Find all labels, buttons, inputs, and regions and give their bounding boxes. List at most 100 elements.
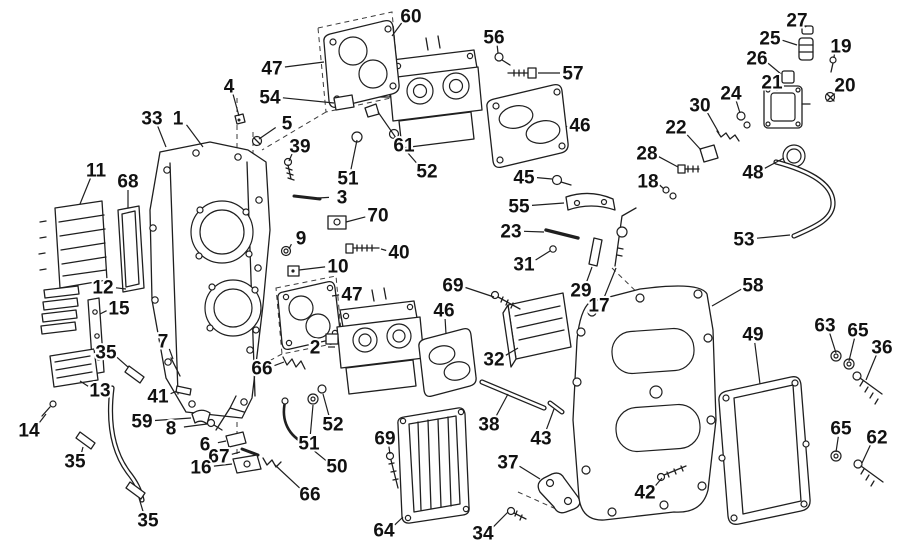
callout-34: 34 xyxy=(472,524,494,545)
leader-line-63 xyxy=(829,333,837,354)
callout-36: 36 xyxy=(871,338,892,359)
fuel-filter-upper xyxy=(333,94,355,111)
linkage-small-parts-left xyxy=(175,385,262,474)
leader-line-53 xyxy=(756,234,791,239)
callout-28: 28 xyxy=(636,144,657,165)
callout-27: 27 xyxy=(786,11,807,32)
callout-58: 58 xyxy=(742,276,763,297)
callout-59: 59 xyxy=(131,412,152,433)
callout-46: 46 xyxy=(569,116,590,137)
callout-30: 30 xyxy=(689,96,710,117)
leader-line-65 xyxy=(848,338,855,362)
callout-47: 47 xyxy=(341,285,362,306)
callout-26: 26 xyxy=(746,49,767,70)
callout-2: 2 xyxy=(310,338,321,359)
callout-43: 43 xyxy=(530,429,551,450)
callout-47: 47 xyxy=(261,59,282,80)
callout-66: 66 xyxy=(299,485,320,506)
callout-41: 41 xyxy=(147,387,169,408)
callout-19: 19 xyxy=(830,37,851,58)
leader-line-29 xyxy=(586,266,593,283)
leader-line-62 xyxy=(861,444,872,464)
leader-line-41 xyxy=(170,390,178,395)
leader-line-70 xyxy=(345,216,366,223)
manifold-gasket-upper xyxy=(486,83,569,169)
callout-52: 52 xyxy=(322,415,343,436)
leader-line-66 xyxy=(274,361,285,367)
leaf-plate-block xyxy=(38,200,108,289)
leader-line-25 xyxy=(782,39,798,46)
leader-line-51 xyxy=(350,139,358,170)
callout-33: 33 xyxy=(141,109,162,130)
callout-5: 5 xyxy=(282,114,293,135)
callout-69: 69 xyxy=(442,276,463,297)
leader-line-17 xyxy=(603,267,617,298)
link-rod xyxy=(281,384,327,446)
callout-60: 60 xyxy=(400,7,421,28)
callout-22: 22 xyxy=(665,118,686,139)
leader-line-55 xyxy=(531,202,565,206)
carburetor-lower xyxy=(325,287,425,395)
leader-line-64 xyxy=(394,516,404,526)
callout-9: 9 xyxy=(296,229,307,250)
callout-50: 50 xyxy=(326,457,347,478)
callout-62: 62 xyxy=(866,428,887,449)
callout-15: 15 xyxy=(108,299,130,320)
callout-48: 48 xyxy=(742,163,763,184)
leader-line-33 xyxy=(157,125,167,148)
callout-35: 35 xyxy=(64,452,86,473)
callout-63: 63 xyxy=(814,316,835,337)
callout-24: 24 xyxy=(720,84,742,105)
callout-42: 42 xyxy=(634,483,655,504)
callout-21: 21 xyxy=(761,73,783,94)
callout-11: 11 xyxy=(86,161,107,182)
leader-line-5 xyxy=(258,127,277,140)
intake-manifold-front xyxy=(149,141,271,419)
callout-69: 69 xyxy=(374,429,395,450)
callout-37: 37 xyxy=(497,453,518,474)
callout-39: 39 xyxy=(289,137,310,158)
leader-line-46 xyxy=(444,318,447,335)
callout-8: 8 xyxy=(166,419,177,440)
leader-line-48 xyxy=(764,157,785,169)
leader-line-66 xyxy=(274,464,301,489)
leader-line-52 xyxy=(393,136,419,165)
leader-line-6 xyxy=(217,440,227,444)
callout-6: 6 xyxy=(200,435,211,456)
leader-line-31 xyxy=(535,250,551,261)
choke-linkage xyxy=(544,174,637,267)
leader-line-27 xyxy=(804,25,808,28)
leader-line-54 xyxy=(282,97,335,104)
callout-67: 67 xyxy=(208,447,229,468)
leader-line-20 xyxy=(833,90,836,96)
leader-line-69 xyxy=(465,286,495,298)
leader-line-47 xyxy=(331,294,340,297)
bypass-cover-64 xyxy=(397,407,470,524)
leader-line-59 xyxy=(154,417,192,422)
leader-line-34 xyxy=(492,511,509,528)
callout-64: 64 xyxy=(373,521,395,542)
leader-line-26 xyxy=(767,62,782,75)
small-hardware-upper xyxy=(234,113,380,277)
callout-1: 1 xyxy=(173,109,184,130)
manifold-gasket-lower xyxy=(418,327,477,398)
leader-line-15 xyxy=(99,310,107,315)
leader-line-12 xyxy=(115,287,127,290)
leader-line-58 xyxy=(711,288,742,307)
leader-line-3 xyxy=(317,196,330,199)
callout-70: 70 xyxy=(367,206,388,227)
manifold-cover-49 xyxy=(718,376,811,525)
leader-line-8 xyxy=(183,423,208,428)
leader-line-40 xyxy=(380,248,387,252)
leaf-plate-screw xyxy=(41,400,57,417)
leader-line-38 xyxy=(495,393,509,417)
leader-line-16 xyxy=(213,463,233,467)
leader-line-49 xyxy=(754,342,761,385)
leader-line-23 xyxy=(523,230,545,233)
bracket-37 xyxy=(506,472,581,521)
leader-line-42 xyxy=(654,477,663,487)
leader-line-4 xyxy=(232,94,240,117)
leaf-valve-plate xyxy=(49,348,99,388)
leader-line-47 xyxy=(284,61,325,68)
